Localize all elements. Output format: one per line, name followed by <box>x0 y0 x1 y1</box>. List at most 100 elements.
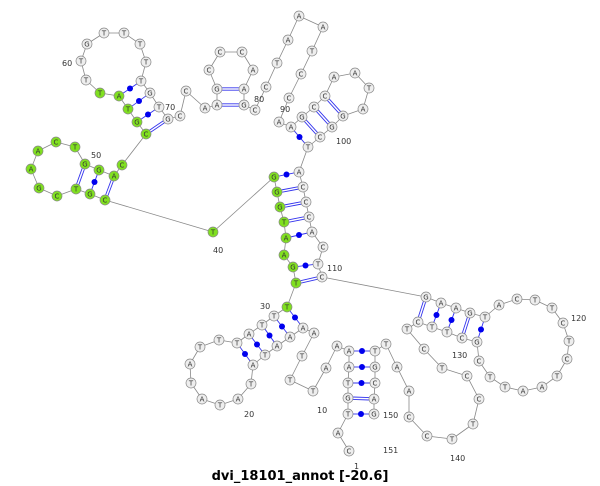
nucleotide-131[interactable]: T <box>441 326 453 338</box>
nucleotide-29[interactable]: T <box>256 319 268 331</box>
nucleotide-138[interactable]: C <box>473 393 485 405</box>
nucleotide-60[interactable]: T <box>75 55 87 67</box>
nucleotide-31[interactable]: T <box>281 301 293 313</box>
nucleotide-130[interactable]: C <box>456 332 468 344</box>
nucleotide-13[interactable]: A <box>308 327 320 339</box>
nucleotide-150[interactable]: G <box>368 408 380 420</box>
nucleotide-87[interactable]: T <box>306 45 318 57</box>
nucleotide-113[interactable]: A <box>450 302 462 314</box>
nucleotide-41[interactable]: C <box>99 194 111 206</box>
nucleotide-140[interactable]: T <box>446 433 458 445</box>
nucleotide-109[interactable]: T <box>312 258 324 270</box>
nucleotide-133[interactable]: C <box>412 316 424 328</box>
nucleotide-78[interactable]: A <box>247 64 259 76</box>
nucleotide-47[interactable]: A <box>32 145 44 157</box>
nucleotide-58[interactable]: T <box>94 87 106 99</box>
nucleotide-1[interactable]: C <box>343 445 355 457</box>
nucleotide-18[interactable]: A <box>247 359 259 371</box>
nucleotide-96[interactable]: A <box>349 67 361 79</box>
nucleotide-6[interactable]: A <box>343 361 355 373</box>
nucleotide-46[interactable]: A <box>25 163 37 175</box>
nucleotide-22[interactable]: A <box>196 393 208 405</box>
nucleotide-62[interactable]: T <box>98 27 110 39</box>
nucleotide-129[interactable]: G <box>471 336 483 348</box>
nucleotide-89[interactable]: C <box>283 92 295 104</box>
nucleotide-148[interactable]: C <box>369 377 381 389</box>
nucleotide-19[interactable]: T <box>245 378 257 390</box>
nucleotide-2[interactable]: A <box>332 427 344 439</box>
nucleotide-11[interactable]: T <box>284 374 296 386</box>
nucleotide-70[interactable]: C <box>174 110 186 122</box>
nucleotide-56[interactable]: T <box>122 103 134 115</box>
nucleotide-83[interactable]: T <box>271 57 283 69</box>
nucleotide-104[interactable]: C <box>297 181 309 193</box>
nucleotide-114[interactable]: G <box>464 307 476 319</box>
nucleotide-99[interactable]: G <box>337 110 349 122</box>
nucleotide-28[interactable]: A <box>243 328 255 340</box>
nucleotide-146[interactable]: T <box>369 345 381 357</box>
nucleotide-121[interactable]: T <box>563 335 575 347</box>
nucleotide-4[interactable]: G <box>342 392 354 404</box>
nucleotide-24[interactable]: A <box>184 358 196 370</box>
nucleotide-91[interactable]: A <box>285 121 297 133</box>
nucleotide-14[interactable]: A <box>297 322 309 334</box>
nucleotide-136[interactable]: T <box>436 362 448 374</box>
nucleotide-10[interactable]: T <box>307 385 319 397</box>
nucleotide-52[interactable]: A <box>108 170 120 182</box>
nucleotide-33[interactable]: G <box>287 261 299 273</box>
nucleotide-67[interactable]: G <box>144 87 156 99</box>
nucleotide-71[interactable]: C <box>180 85 192 97</box>
nucleotide-115[interactable]: T <box>479 311 491 323</box>
nucleotide-101[interactable]: C <box>314 131 326 143</box>
nucleotide-72[interactable]: A <box>199 102 211 114</box>
nucleotide-26[interactable]: T <box>213 334 225 346</box>
nucleotide-64[interactable]: T <box>134 38 146 50</box>
nucleotide-141[interactable]: C <box>421 430 433 442</box>
nucleotide-139[interactable]: T <box>467 418 479 430</box>
nucleotide-143[interactable]: A <box>403 385 415 397</box>
nucleotide-61[interactable]: G <box>81 38 93 50</box>
nucleotide-63[interactable]: T <box>118 27 130 39</box>
nucleotide-110[interactable]: C <box>316 271 328 283</box>
nucleotide-43[interactable]: T <box>70 183 82 195</box>
nucleotide-17[interactable]: T <box>259 349 271 361</box>
nucleotide-126[interactable]: T <box>499 381 511 393</box>
nucleotide-25[interactable]: T <box>194 341 206 353</box>
nucleotide-82[interactable]: C <box>260 81 272 93</box>
nucleotide-135[interactable]: C <box>418 343 430 355</box>
nucleotide-93[interactable]: C <box>308 101 320 113</box>
nucleotide-68[interactable]: T <box>153 101 165 113</box>
nucleotide-12[interactable]: T <box>296 350 308 362</box>
nucleotide-20[interactable]: A <box>232 393 244 405</box>
nucleotide-7[interactable]: A <box>343 345 355 357</box>
nucleotide-134[interactable]: T <box>401 323 413 335</box>
nucleotide-55[interactable]: G <box>131 116 143 128</box>
nucleotide-65[interactable]: T <box>140 56 152 68</box>
nucleotide-105[interactable]: C <box>300 196 312 208</box>
nucleotide-8[interactable]: A <box>331 340 343 352</box>
nucleotide-144[interactable]: A <box>391 361 403 373</box>
nucleotide-84[interactable]: A <box>282 34 294 46</box>
nucleotide-108[interactable]: C <box>317 241 329 253</box>
nucleotide-88[interactable]: C <box>295 68 307 80</box>
nucleotide-36[interactable]: T <box>278 216 290 228</box>
nucleotide-124[interactable]: A <box>536 381 548 393</box>
nucleotide-149[interactable]: A <box>368 393 380 405</box>
nucleotide-32[interactable]: T <box>290 277 302 289</box>
nucleotide-92[interactable]: G <box>296 111 308 123</box>
nucleotide-49[interactable]: T <box>69 141 81 153</box>
nucleotide-69[interactable]: G <box>162 113 174 125</box>
nucleotide-77[interactable]: C <box>236 46 248 58</box>
nucleotide-59[interactable]: T <box>80 74 92 86</box>
nucleotide-97[interactable]: T <box>363 82 375 94</box>
nucleotide-85[interactable]: A <box>293 10 305 22</box>
nucleotide-66[interactable]: T <box>135 75 147 87</box>
nucleotide-5[interactable]: T <box>342 377 354 389</box>
nucleotide-112[interactable]: A <box>435 297 447 309</box>
nucleotide-137[interactable]: C <box>461 370 473 382</box>
nucleotide-73[interactable]: A <box>211 99 223 111</box>
nucleotide-118[interactable]: T <box>529 294 541 306</box>
nucleotide-75[interactable]: C <box>203 64 215 76</box>
nucleotide-94[interactable]: C <box>319 90 331 102</box>
nucleotide-128[interactable]: C <box>473 355 485 367</box>
